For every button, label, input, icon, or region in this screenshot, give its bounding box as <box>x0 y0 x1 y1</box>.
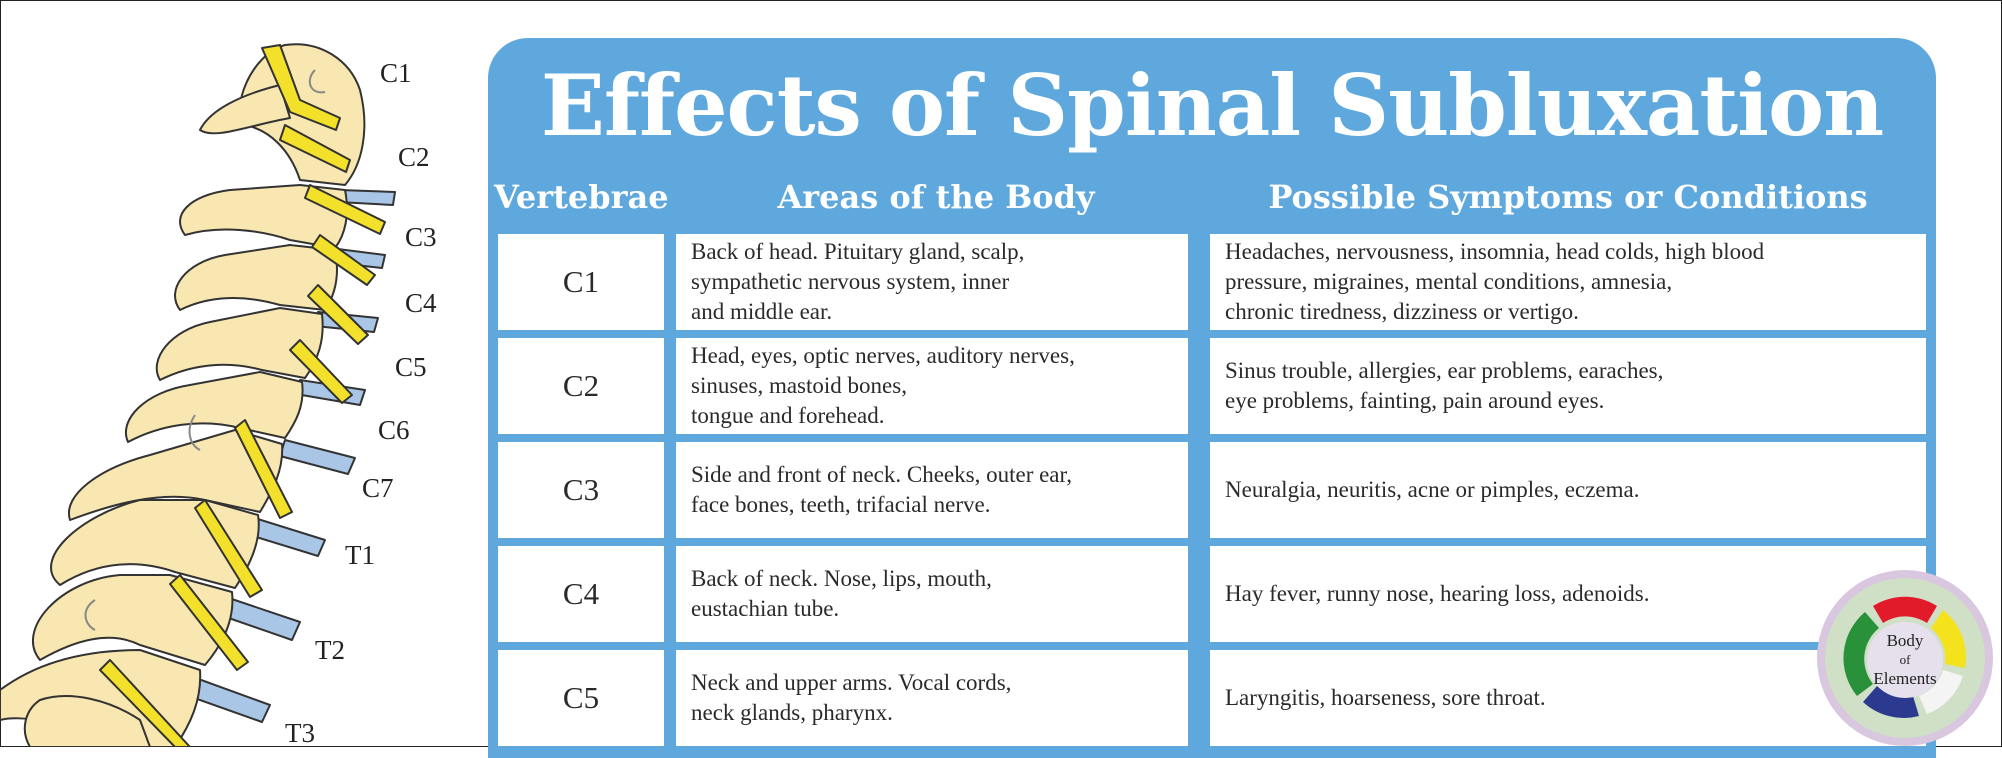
spine-label-c6: C6 <box>378 415 410 445</box>
row-c2-areas: Head, eyes, optic nerves, auditory nerve… <box>676 338 1188 434</box>
vertebra-c5 <box>125 371 304 443</box>
spine-label-t3: T3 <box>285 718 315 748</box>
disc <box>279 439 356 475</box>
nerve <box>311 234 376 286</box>
row-c1-areas: Back of head. Pituitary gland, scalp, sy… <box>676 234 1188 330</box>
row-c4-vertebra: C4 <box>498 546 664 642</box>
vertebra-c3 <box>174 244 338 311</box>
logo-segment-yellow <box>1931 610 1966 668</box>
vertebra-c2 <box>179 184 348 249</box>
spine-label-t1: T1 <box>345 540 375 570</box>
symptoms-table-panel: Effects of Spinal Subluxation Vertebrae … <box>488 38 1936 758</box>
row-c5-symptoms: Laryngitis, hoarseness, sore throat. <box>1210 650 1926 746</box>
nerve <box>234 419 293 519</box>
logo-text-body: Body <box>1887 631 1924 650</box>
row-c1-vertebra: C1 <box>498 234 664 330</box>
nerve <box>279 124 351 173</box>
logo-segment-white <box>1919 670 1963 714</box>
spine-label-c1: C1 <box>380 58 412 88</box>
row-c4-areas: Back of neck. Nose, lips, mouth, eustach… <box>676 546 1188 642</box>
logo-text-of: of <box>1900 652 1912 667</box>
nerve <box>169 574 249 671</box>
row-c3-symptoms: Neuralgia, neuritis, acne or pimples, ec… <box>1210 442 1926 538</box>
nerve <box>194 499 263 598</box>
body-of-elements-logo: Body of Elements <box>1817 570 1993 746</box>
header-vertebrae: Vertebrae <box>494 178 669 216</box>
row-c1-symptoms: Headaches, nervousness, insomnia, head c… <box>1210 234 1926 330</box>
row-c2-vertebra: C2 <box>498 338 664 434</box>
nerve <box>99 659 191 747</box>
row-c4-symptoms: Hay fever, runny nose, hearing loss, ade… <box>1210 546 1926 642</box>
page-title: Effects of Spinal Subluxation <box>540 56 1884 155</box>
nerve <box>261 44 341 131</box>
logo-segment-red <box>1873 596 1937 623</box>
logo-segment-green <box>1843 612 1879 696</box>
row-c3-vertebra: C3 <box>498 442 664 538</box>
spine-label-t2: T2 <box>315 635 345 665</box>
nerve <box>307 284 369 345</box>
row-c3-areas: Side and front of neck. Cheeks, outer ea… <box>676 442 1188 538</box>
nerve <box>289 339 353 404</box>
spine-label-c4: C4 <box>405 288 437 318</box>
row-c5-vertebra: C5 <box>498 650 664 746</box>
vertebra-c4 <box>155 307 324 381</box>
row-c2-symptoms: Sinus trouble, allergies, ear problems, … <box>1210 338 1926 434</box>
nerve <box>304 184 386 235</box>
spine-illustration <box>0 43 396 747</box>
header-areas: Areas of the Body <box>777 178 1095 216</box>
row-c5-areas: Neck and upper arms. Vocal cords, neck g… <box>676 650 1188 746</box>
spine-label-c3: C3 <box>405 222 437 252</box>
spine-label-c2: C2 <box>398 142 430 172</box>
vertebra-c1-process <box>199 84 291 135</box>
logo-segment-blue <box>1863 686 1919 718</box>
spine-label-c5: C5 <box>395 352 427 382</box>
header-symptoms: Possible Symptoms or Conditions <box>1268 178 1868 216</box>
vertebra-t3 <box>23 695 151 747</box>
logo-text-elements: Elements <box>1873 669 1936 688</box>
spine-label-c7: C7 <box>362 473 394 503</box>
